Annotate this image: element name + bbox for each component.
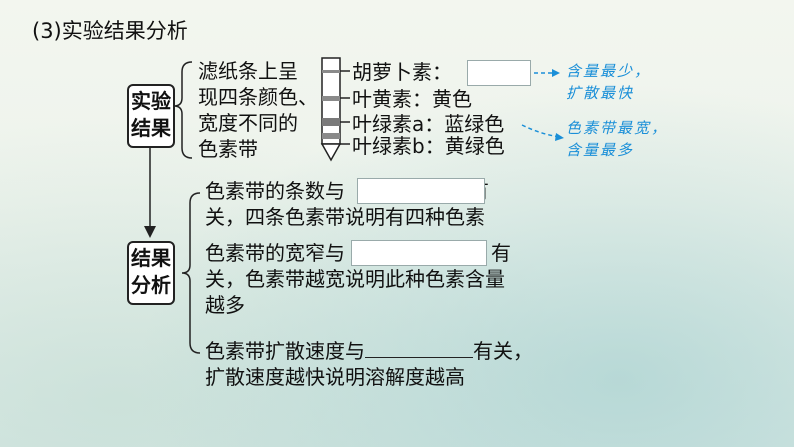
pigment-color: 黄绿色 <box>444 134 505 158</box>
observation-line: 色素带 <box>198 137 258 161</box>
analysis-text: 色素带扩散速度与 <box>205 339 365 363</box>
note-top: 含量最少， 扩散最快 <box>566 60 651 104</box>
pigment-name: 叶绿素b： <box>352 134 445 158</box>
pigment-name: 叶绿素a： <box>352 112 445 136</box>
pigment-name: 叶黄素： <box>352 87 432 111</box>
analysis-text: 有 <box>491 241 511 265</box>
pigment-color: 蓝绿色 <box>444 112 505 136</box>
analysis-item-1: 色素带的条数与有 关，四条色素带说明有四种色素 <box>205 178 489 230</box>
observation-line: 滤纸条上呈 <box>198 59 298 83</box>
analysis-blank-1[interactable] <box>357 178 485 204</box>
section-title: (3)实验结果分析 <box>32 19 188 43</box>
note-line: 色素带最宽， <box>566 119 669 137</box>
result-box-line2: 结果 <box>131 116 171 140</box>
observation-line: 现四条颜色、 <box>198 85 318 109</box>
analysis-brace <box>181 192 201 354</box>
note-arrow-bottom <box>521 124 561 138</box>
pigment-label-carotene: 胡萝卜素： <box>352 59 452 85</box>
analysis-text: 关，四条色素带说明有四种色素 <box>205 205 485 229</box>
note-bottom: 色素带最宽， 含量最多 <box>566 117 668 161</box>
analysis-text: 色素带的条数与 <box>205 179 345 203</box>
analysis-text: 关，色素带越宽说明此种色素含量 <box>205 267 505 291</box>
analysis-box-line1: 结果 <box>131 246 171 270</box>
analysis-item-3: 色素带扩散速度与 有关， 扩散速度越快说明溶解度越高 <box>205 338 533 390</box>
pigment-name: 胡萝卜素： <box>352 60 452 84</box>
result-box-line1: 实验 <box>131 89 171 113</box>
carotene-color-blank[interactable] <box>467 60 531 86</box>
band-carotene <box>322 70 340 73</box>
analysis-text: 有关， <box>473 339 533 363</box>
pigment-label-chlorophyll-b: 叶绿素b：黄绿色 <box>352 133 505 159</box>
analysis-box-line2: 分析 <box>131 273 171 297</box>
analysis-item-2: 色素带的宽窄与 有 关，色素带越宽说明此种色素含量 越多 <box>205 240 511 318</box>
analysis-text: 越多 <box>205 293 245 317</box>
observation-text: 滤纸条上呈 现四条颜色、 宽度不同的 色素带 <box>198 58 318 162</box>
note-line: 扩散最快 <box>566 84 635 102</box>
analysis-text: 扩散速度越快说明溶解度越高 <box>205 365 465 389</box>
pigment-color: 黄色 <box>432 87 472 111</box>
note-line: 含量最少， <box>566 62 652 80</box>
band-xanthophyll <box>322 96 340 101</box>
result-brace <box>173 61 193 159</box>
observation-line: 宽度不同的 <box>198 111 298 135</box>
band-chlorophyll-b <box>322 133 340 139</box>
pigment-label-chlorophyll-a: 叶绿素a：蓝绿色 <box>352 111 504 137</box>
analysis-text: 色素带的宽窄与 <box>205 241 345 265</box>
analysis-box: 结果 分析 <box>127 241 175 305</box>
analysis-blank-3[interactable] <box>365 357 473 358</box>
pigment-label-xanthophyll: 叶黄素：黄色 <box>352 86 472 112</box>
filter-paper-strip <box>320 57 342 162</box>
flow-arrow-head <box>144 226 156 238</box>
analysis-blank-2[interactable] <box>351 240 487 266</box>
note-line: 含量最多 <box>566 141 635 159</box>
result-box: 实验 结果 <box>127 84 175 148</box>
band-chlorophyll-a <box>322 118 340 126</box>
